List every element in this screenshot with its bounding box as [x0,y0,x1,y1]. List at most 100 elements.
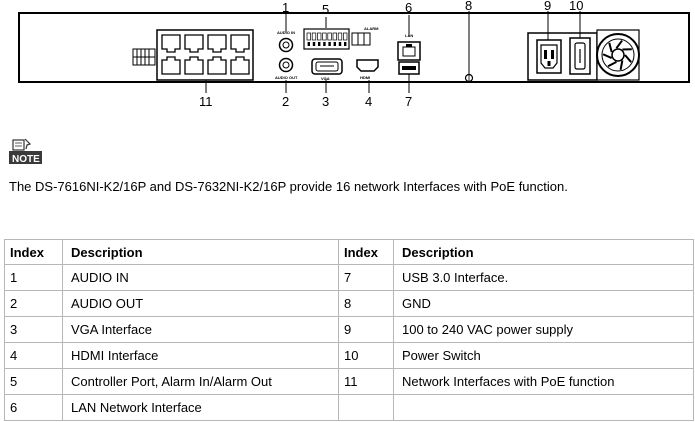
terminal-pin [343,32,348,41]
index-cell: 4 [4,342,63,369]
index-cell: 3 [4,316,63,343]
description-cell: VGA Interface [62,316,339,343]
table-row: 5 Controller Port, Alarm In/Alarm Out 11… [4,368,694,395]
terminal-pin [337,32,343,41]
rj45-port-icon [161,56,181,75]
terminal-pin [311,32,317,41]
note-text: The DS-7616NI-K2/16P and DS-7632NI-K2/16… [9,179,568,194]
index-cell: 7 [338,264,394,291]
terminal-screw [312,42,316,46]
description-cell: Network Interfaces with PoE function [393,368,694,395]
header-description-right: Description [393,239,694,265]
callout-6: 6 [405,0,412,15]
header-description-left: Description [62,239,339,265]
terminal-screw [338,42,342,46]
callout-1: 1 [282,0,289,15]
description-cell: GND [393,290,694,317]
poe-ports-block [156,29,254,81]
terminal-screw [333,42,336,46]
terminal-pin [306,32,311,41]
header-index-left: Index [4,239,63,265]
terminal-pin [327,32,332,41]
index-cell: 8 [338,290,394,317]
index-cell: 5 [4,368,63,395]
vga-port-icon [311,58,343,75]
terminal-screw [328,42,331,46]
callout-8: 8 [465,0,472,13]
fan-blade [602,53,613,59]
fan-blade [615,39,623,49]
terminal-screw [344,42,347,46]
usb-port-icon [398,61,420,75]
description-cell: USB 3.0 Interface. [393,264,694,291]
vga-label: VGA [321,76,330,81]
description-cell [393,394,694,421]
index-cell: 11 [338,368,394,395]
audio-in-label: AUDIO IN [277,30,295,35]
terminal-pin [332,32,337,41]
index-cell: 9 [338,316,394,343]
callout-10: 10 [569,0,583,13]
rj45-port-icon [230,56,250,75]
fan-blade [608,42,613,53]
table-row: 1 AUDIO IN 7 USB 3.0 Interface. [4,264,694,291]
terminal-pin [322,32,327,41]
table-row: 4 HDMI Interface 10 Power Switch [4,342,694,369]
alarm-small-terminal-icon [351,32,371,46]
rj45-port-icon [184,56,204,75]
index-cell: 2 [4,290,63,317]
callout-leaders [205,11,581,93]
alarm-label: ALARM [364,26,379,31]
index-cell: 6 [4,394,63,421]
callout-5: 5 [322,2,329,17]
callout-4: 4 [365,94,372,109]
terminal-pin [317,32,322,41]
callout-3: 3 [322,94,329,109]
header-index-right: Index [338,239,394,265]
index-cell: 10 [338,342,394,369]
terminal-screw [318,42,321,46]
lan-port-icon [397,41,421,61]
description-cell: Power Switch [393,342,694,369]
rj45-port-icon [207,34,227,53]
rj45-port-icon [230,34,250,53]
description-cell: AUDIO OUT [62,290,339,317]
callout-7: 7 [405,94,412,109]
hdmi-label: HDMI [360,75,370,80]
table-header-row: Index Description Index Description [4,239,694,265]
hdmi-port-icon [356,59,379,72]
note-icon-label: NOTE [12,154,40,165]
terminal-screw [323,42,326,46]
audio-out-label: AUDIO OUT [275,75,298,80]
description-cell: 100 to 240 VAC power supply [393,316,694,343]
description-cell: Controller Port, Alarm In/Alarm Out [62,368,339,395]
fan-icon [596,29,640,81]
note-icon: NOTE [9,138,42,165]
table-row: 6 LAN Network Interface [4,394,694,421]
interface-table: Index Description Index Description 1 AU… [4,239,694,421]
table-row: 3 VGA Interface 9 100 to 240 VAC power s… [4,316,694,343]
fan-blade [624,54,632,63]
callout-2: 2 [282,94,289,109]
power-module-icon [527,32,598,81]
index-cell: 1 [4,264,63,291]
description-cell: LAN Network Interface [62,394,339,421]
description-cell: AUDIO IN [62,264,339,291]
audio-in-port-icon [278,37,294,53]
gnd-screw-icon [464,73,474,83]
rj45-port-icon [161,34,181,53]
fan-blade [607,60,617,68]
rj45-port-icon [184,34,204,53]
index-cell [338,394,394,421]
description-cell: HDMI Interface [62,342,339,369]
alarm-terminal-block-icon [303,28,350,50]
terminal-screw [307,42,310,46]
table-row: 2 AUDIO OUT 8 GND [4,290,694,317]
fan-blade [619,60,624,70]
callout-11: 11 [199,94,213,109]
rear-panel-diagram: AUDIO IN AUDIO OUT ALARM VGA HDMI LAN [18,0,690,109]
audio-out-port-icon [278,57,294,73]
callout-9: 9 [544,0,551,13]
left-terminal-icon [132,48,156,66]
rj45-port-icon [207,56,227,75]
